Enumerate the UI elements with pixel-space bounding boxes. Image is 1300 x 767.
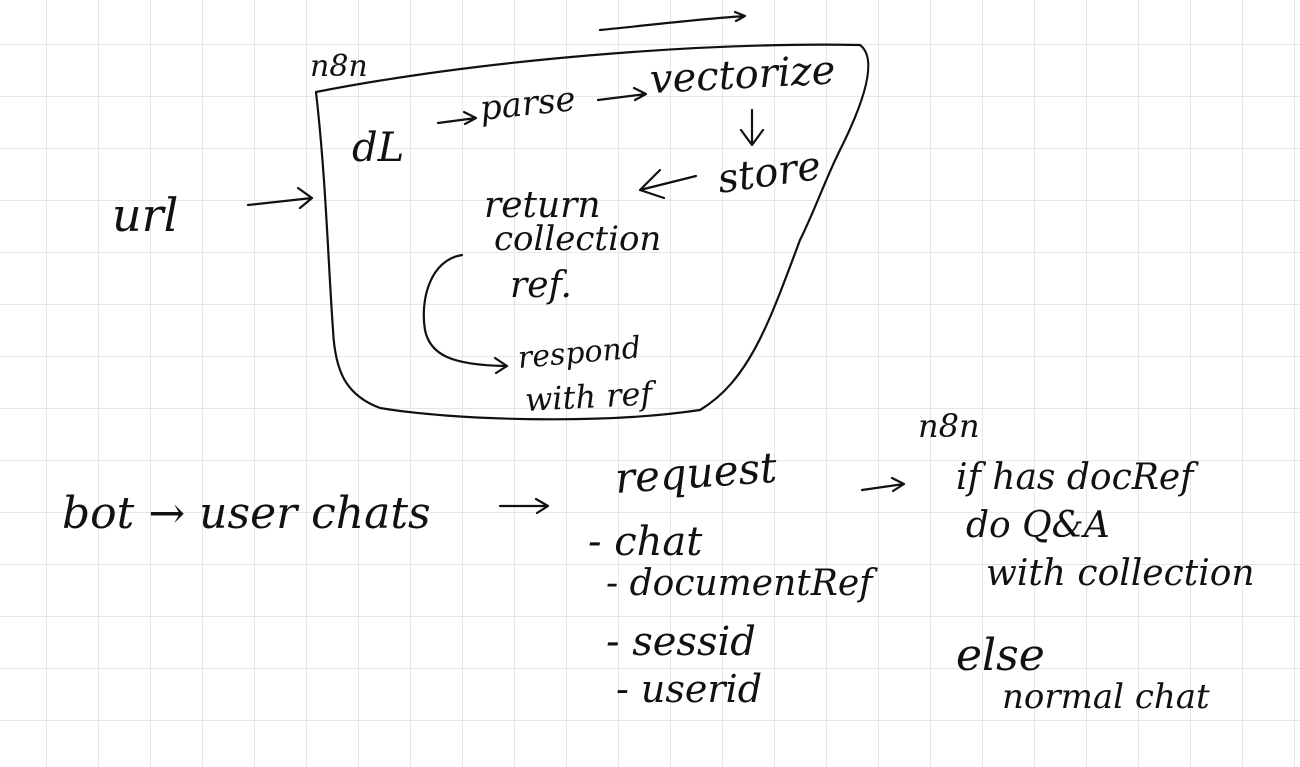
logic-if-line: if has docRef (956, 457, 1194, 498)
logic-else-label: else (956, 630, 1045, 681)
trigger-label: bot → user chats (62, 488, 431, 539)
step-download: dL (352, 125, 405, 171)
parse-to-vectorize-arrow (596, 86, 648, 102)
request-field-userid: - userid (616, 667, 763, 711)
request-title: request (613, 442, 779, 503)
step-vectorize: vectorize (648, 47, 837, 103)
store-to-return-arrow (638, 168, 698, 200)
n8n-process-boundary (314, 43, 870, 421)
chats-to-request-arrow (498, 497, 550, 515)
dl-to-parse-arrow (436, 110, 478, 126)
boundary-top-flourish (598, 10, 747, 32)
logic-else-action: normal chat (1002, 677, 1210, 717)
n8n-label-bottom: n8n (918, 407, 980, 445)
request-field-sessid: - sessid (606, 619, 756, 665)
vectorize-to-store-arrow (739, 108, 765, 147)
step-return: return (484, 185, 601, 226)
step-parse: parse (477, 79, 578, 129)
url-input-label: url (112, 188, 179, 242)
return-to-respond-loop (422, 253, 509, 375)
logic-then-line1: do Q&A (966, 505, 1110, 546)
step-collection: collection (494, 219, 662, 259)
n8n-label-top: n8n (310, 49, 368, 84)
step-ref: ref. (510, 265, 572, 306)
request-field-chat: - chat (588, 519, 703, 565)
step-with-ref: with ref (524, 374, 654, 419)
url-arrow (246, 186, 314, 210)
request-field-documentref: - documentRef (606, 563, 873, 604)
logic-then-line2: with collection (986, 553, 1255, 594)
request-to-n8n-arrow (860, 476, 906, 493)
